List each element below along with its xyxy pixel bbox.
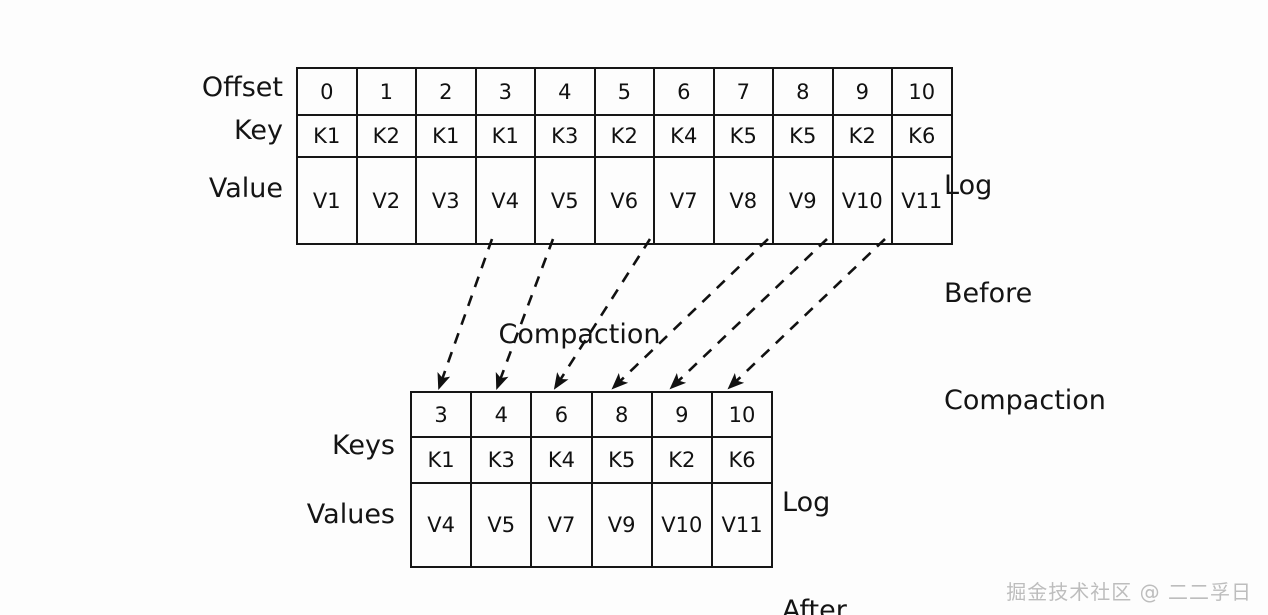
cell-key: K6 xyxy=(891,114,953,158)
cell-value: V7 xyxy=(530,482,593,568)
compaction-process-label: Compaction xyxy=(498,319,661,350)
cell-key: K1 xyxy=(474,114,536,158)
cell-offset: 8 xyxy=(590,391,653,438)
label-key-row: Key xyxy=(234,115,283,146)
compaction-arrow xyxy=(495,238,555,390)
cell-key: K4 xyxy=(530,436,593,484)
cell-key: K1 xyxy=(296,114,358,158)
cell-key: K1 xyxy=(415,114,477,158)
label-keys-row: Keys xyxy=(331,430,395,461)
compaction-arrow xyxy=(553,238,652,390)
cell-key: K2 xyxy=(355,114,417,158)
cell-offset: 8 xyxy=(772,67,834,116)
cell-key: K5 xyxy=(712,114,774,158)
cell-value: V7 xyxy=(653,156,715,245)
cell-offset: 10 xyxy=(710,391,774,438)
cell-value: V10 xyxy=(831,156,893,245)
caption-line: Log xyxy=(782,486,831,518)
cell-offset: 4 xyxy=(470,391,533,438)
cell-value: V5 xyxy=(470,482,533,568)
table-row-values-after: V4 V5 V7 V9 V10 V11 xyxy=(409,482,774,568)
cell-offset: 7 xyxy=(712,67,774,116)
cell-value: V1 xyxy=(296,156,358,245)
label-offset-row: Offset xyxy=(201,72,283,103)
compaction-arrow xyxy=(669,238,828,390)
label-value-row: Value xyxy=(208,173,283,204)
site-watermark: 掘金技术社区 @ 二二孚日 xyxy=(1006,580,1252,604)
cell-key: K4 xyxy=(653,114,715,158)
cell-offset: 6 xyxy=(653,67,715,116)
caption-log-after-compaction: Log After Compaction xyxy=(782,413,944,615)
log-before-compaction-table: 0 1 2 3 4 5 6 7 8 9 10 K1 K2 K1 K1 K3 K2… xyxy=(296,67,953,245)
cell-value: V9 xyxy=(772,156,834,245)
cell-key: K5 xyxy=(590,436,653,484)
cell-value: V10 xyxy=(650,482,713,568)
table-row-offsets-after: 3 4 6 8 9 10 xyxy=(409,391,774,438)
caption-log-before-compaction: Log Before Compaction xyxy=(944,96,1106,491)
cell-key: K3 xyxy=(470,436,533,484)
cell-offset: 3 xyxy=(409,391,473,438)
cell-offset: 4 xyxy=(534,67,596,116)
cell-key: K5 xyxy=(772,114,834,158)
cell-value: V11 xyxy=(710,482,774,568)
compaction-arrow xyxy=(727,238,886,390)
table-row-keys-before: K1 K2 K1 K1 K3 K2 K4 K5 K5 K2 K6 xyxy=(296,114,953,158)
cell-key: K2 xyxy=(593,114,655,158)
cell-offset: 10 xyxy=(891,67,953,116)
cell-value: V9 xyxy=(590,482,653,568)
caption-line: Compaction xyxy=(944,385,1106,417)
cell-offset: 9 xyxy=(831,67,893,116)
compaction-arrow xyxy=(437,238,494,390)
log-after-compaction-table: 3 4 6 8 9 10 K1 K3 K4 K5 K2 K6 V4 V5 V7 … xyxy=(409,391,774,568)
cell-key: K2 xyxy=(650,436,713,484)
cell-offset: 0 xyxy=(296,67,358,116)
caption-line: Before xyxy=(944,277,1033,309)
cell-value: V4 xyxy=(474,156,536,245)
cell-offset: 3 xyxy=(474,67,536,116)
cell-value: V8 xyxy=(712,156,774,245)
cell-offset: 6 xyxy=(530,391,593,438)
cell-offset: 9 xyxy=(650,391,713,438)
cell-value: V6 xyxy=(593,156,655,245)
cell-offset: 5 xyxy=(593,67,655,116)
cell-key: K6 xyxy=(710,436,774,484)
cell-key: K2 xyxy=(831,114,893,158)
caption-line: After xyxy=(782,594,847,615)
cell-key: K1 xyxy=(409,436,473,484)
cell-offset: 2 xyxy=(415,67,477,116)
cell-value: V5 xyxy=(534,156,596,245)
cell-value: V4 xyxy=(409,482,473,568)
table-row-keys-after: K1 K3 K4 K5 K2 K6 xyxy=(409,436,774,484)
cell-offset: 1 xyxy=(355,67,417,116)
cell-value: V3 xyxy=(415,156,477,245)
table-row-offsets-before: 0 1 2 3 4 5 6 7 8 9 10 xyxy=(296,67,953,116)
caption-line: Log xyxy=(944,169,993,201)
cell-key: K3 xyxy=(534,114,596,158)
label-values-row: Values xyxy=(306,499,395,530)
table-row-values-before: V1 V2 V3 V4 V5 V6 V7 V8 V9 V10 V11 xyxy=(296,156,953,245)
compaction-arrow xyxy=(611,238,769,390)
cell-value: V2 xyxy=(355,156,417,245)
cell-value: V11 xyxy=(891,156,953,245)
